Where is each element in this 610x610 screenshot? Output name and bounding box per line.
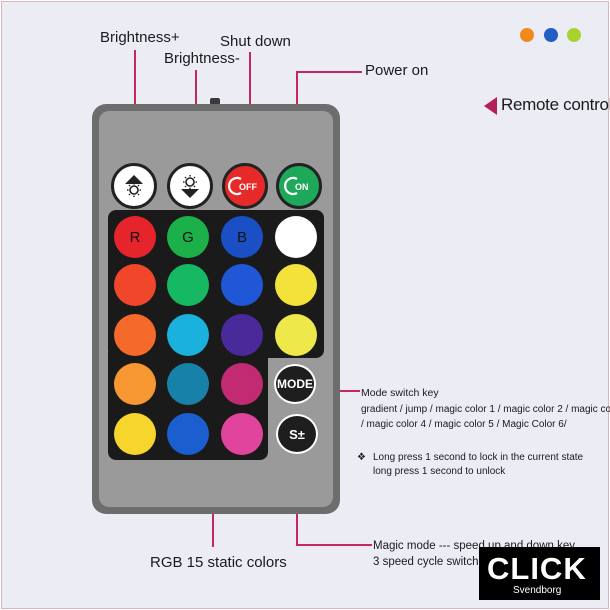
- green-label: G: [182, 228, 194, 246]
- blue-label: B: [236, 228, 247, 246]
- color-button-r3c4[interactable]: [275, 314, 317, 356]
- brightness-up-icon: [125, 175, 143, 197]
- click-logo: CLICK Svendborg: [479, 547, 600, 600]
- mode-line2: / magic color 4 / magic color 5 / Magic …: [361, 419, 567, 430]
- color-button-r5c3[interactable]: [221, 413, 263, 455]
- color-button-r2c4[interactable]: [275, 264, 317, 306]
- logo-brand: CLICK: [487, 551, 587, 586]
- color-button-r3c3[interactable]: [221, 314, 263, 356]
- lock-line1: Long press 1 second to lock in the curre…: [373, 452, 584, 463]
- color-button-r4c3[interactable]: [221, 363, 263, 405]
- color-button-r2c2[interactable]: [167, 264, 209, 306]
- color-button-r4c2[interactable]: [167, 363, 209, 405]
- color-button-r3c2[interactable]: [167, 314, 209, 356]
- color-button-r5c1[interactable]: [114, 413, 156, 455]
- off-button[interactable]: OFF: [222, 163, 268, 209]
- speed-cycle-label: 3 speed cycle switch: [373, 556, 479, 568]
- lock-symbol-icon: ❖: [357, 452, 366, 463]
- label-remote-control: Remote control: [501, 95, 610, 114]
- brightness-up-button[interactable]: [111, 163, 157, 209]
- label-shut-down: Shut down: [220, 33, 291, 50]
- speed-button[interactable]: S±: [276, 414, 318, 454]
- remote-tab: [210, 98, 220, 105]
- blue-button[interactable]: B: [221, 216, 263, 258]
- blue-dot: [544, 28, 558, 42]
- orange-dot: [520, 28, 534, 42]
- color-button-r2c1[interactable]: [114, 264, 156, 306]
- pointer-arrow-icon: [484, 97, 497, 115]
- label-brightness-minus: Brightness-: [164, 50, 240, 67]
- color-button-r4c1[interactable]: [114, 363, 156, 405]
- label-power-on: Power on: [365, 62, 429, 79]
- color-button-r2c3[interactable]: [221, 264, 263, 306]
- brightness-down-button[interactable]: [167, 163, 213, 209]
- mode-button[interactable]: MODE: [274, 364, 316, 404]
- green-dot: [567, 28, 581, 42]
- label-brightness-plus: Brightness+: [100, 29, 180, 46]
- color-button-r3c1[interactable]: [114, 314, 156, 356]
- color-button-r5c2[interactable]: [167, 413, 209, 455]
- line-magic-h: [296, 544, 372, 546]
- rgb-static-label: RGB 15 static colors: [150, 554, 287, 571]
- red-label: R: [129, 228, 141, 246]
- lock-line2: long press 1 second to unlock: [373, 466, 506, 477]
- off-text: OFF: [239, 182, 257, 192]
- red-button[interactable]: R: [114, 216, 156, 258]
- white-button[interactable]: [275, 216, 317, 258]
- line-power-on-h: [296, 71, 362, 73]
- logo-sub: Svendborg: [513, 585, 562, 596]
- mode-line1: gradient / jump / magic color 1 / magic …: [361, 404, 610, 415]
- on-text: ON: [295, 182, 309, 192]
- power-on-icon: ON: [284, 176, 309, 196]
- brightness-down-icon: [181, 175, 199, 198]
- on-button[interactable]: ON: [276, 163, 322, 209]
- power-off-icon: OFF: [228, 176, 257, 196]
- green-button[interactable]: G: [167, 216, 209, 258]
- mode-title: Mode switch key: [361, 387, 439, 399]
